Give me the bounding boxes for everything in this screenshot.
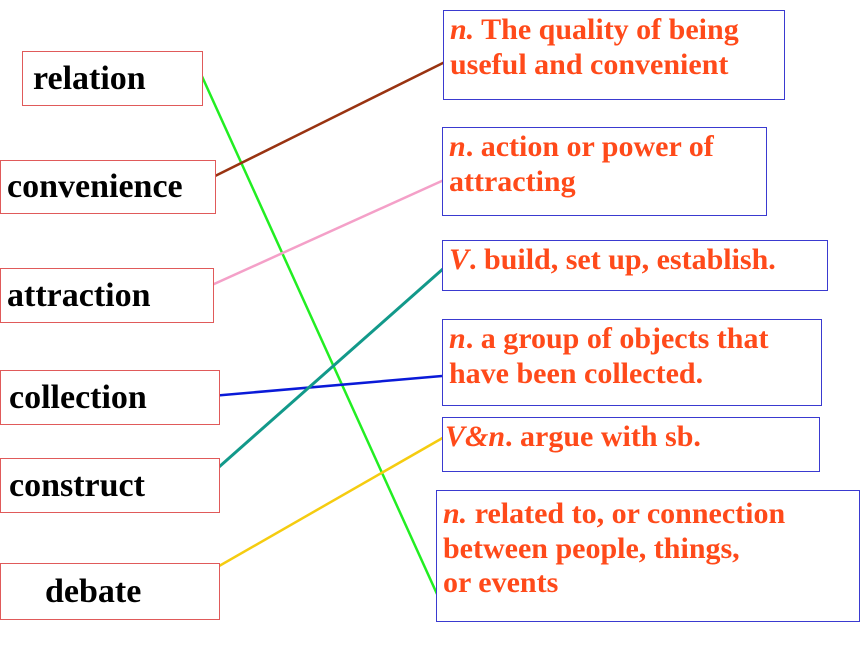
word-construct[interactable]: construct (0, 458, 220, 513)
word-label: attraction (7, 276, 151, 314)
part-of-speech: n (449, 130, 466, 163)
definition-line: . action or power of (465, 130, 714, 163)
part-of-speech: n. (450, 13, 475, 46)
part-of-speech: n (449, 322, 466, 355)
part-of-speech: V (449, 243, 470, 276)
definition-line: . a group of objects that (465, 322, 769, 355)
definition-line: between people, things, (443, 531, 740, 565)
word-relation[interactable]: relation (22, 51, 203, 106)
word-label: collection (9, 378, 147, 416)
word-attraction[interactable]: attraction (0, 268, 214, 323)
definition-line: related to, or connection (467, 497, 786, 530)
part-of-speech: V&n (445, 420, 506, 453)
word-collection[interactable]: collection (0, 370, 220, 425)
word-debate[interactable]: debate (0, 563, 220, 620)
word-label: construct (9, 466, 145, 504)
definition-convenience[interactable]: n. The quality of being useful and conve… (443, 10, 785, 100)
link-relation (198, 71, 444, 606)
definition-collection[interactable]: n. a group of objects that have been col… (442, 319, 822, 406)
definition-line: . argue with sb. (505, 420, 701, 453)
word-label: relation (33, 59, 146, 97)
link-debate (185, 434, 447, 587)
definition-line: The quality of being (474, 13, 739, 46)
link-convenience (206, 55, 456, 182)
definition-line: or events (443, 566, 559, 599)
link-construct (192, 266, 445, 492)
word-label: debate (45, 572, 142, 610)
definition-construct[interactable]: V. build, set up, establish. (442, 240, 828, 291)
definition-line: useful and convenient (450, 47, 729, 81)
part-of-speech: n. (443, 497, 468, 530)
definition-line: . build, set up, establish. (469, 243, 776, 276)
definition-relation[interactable]: n. related to, or connection between peo… (436, 490, 860, 622)
link-collection (199, 374, 443, 399)
definition-line: have been collected. (449, 356, 704, 390)
link-attraction (191, 173, 456, 296)
word-convenience[interactable]: convenience (0, 160, 216, 214)
definition-line: attracting (449, 164, 576, 198)
definition-attraction[interactable]: n. action or power of attracting (442, 127, 767, 216)
definition-debate[interactable]: V&n. argue with sb. (442, 417, 820, 472)
word-label: convenience (7, 168, 183, 205)
